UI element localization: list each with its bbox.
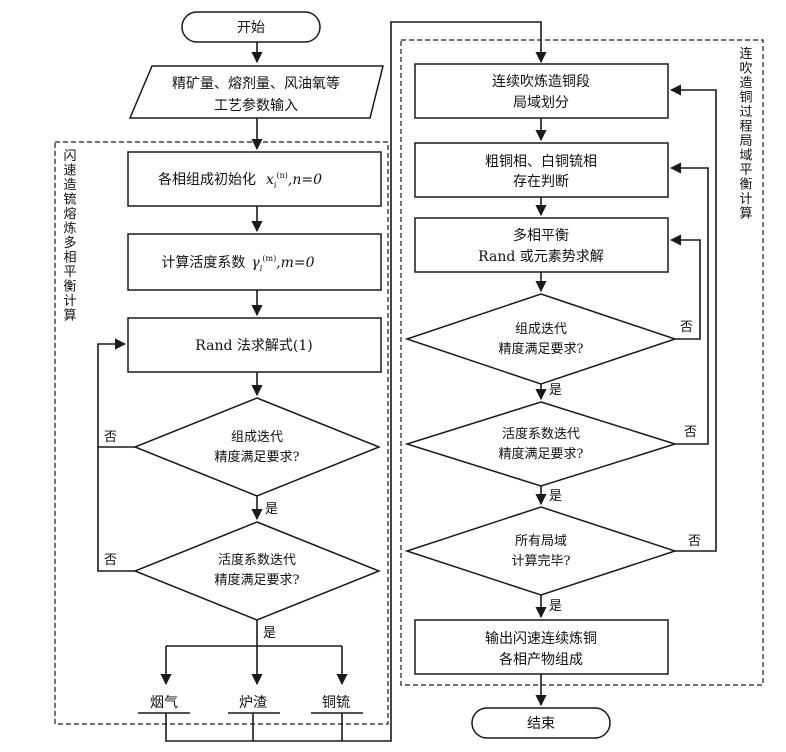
region-label-char: 炼 xyxy=(63,222,76,237)
phase-line2: 存在判断 xyxy=(513,174,569,190)
activity-prefix: 计算活度系数 xyxy=(161,255,245,271)
init-label: 各相组成初始化 xi(n),n=0 xyxy=(158,171,322,190)
output-line1: 输出闪速连续炼铜 xyxy=(485,630,597,647)
region-division-box xyxy=(414,63,669,119)
division-line1: 连续吹炼造铜段 xyxy=(492,73,590,90)
activity-label: 计算活度系数 γi(m),m=0 xyxy=(161,254,314,273)
right-dec1-yes: 是 xyxy=(549,383,562,398)
right-dec3-yes: 是 xyxy=(549,599,562,614)
left-dec1-line2: 精度满足要求? xyxy=(215,449,300,465)
region-label-char: 局 xyxy=(739,134,752,149)
region-label-char: 计 xyxy=(739,192,752,207)
region-label-char: 铜 xyxy=(739,91,752,106)
region-label-char: 造 xyxy=(739,76,752,91)
right-activity-decision xyxy=(404,401,678,487)
right-dec1-line2: 精度满足要求? xyxy=(499,341,584,357)
output-line2: 各相产物组成 xyxy=(499,652,583,668)
region-label-char: 平 xyxy=(63,265,76,280)
region-label-char: 算 xyxy=(63,309,76,324)
init-sub: i xyxy=(274,181,277,190)
right-composition-decision xyxy=(404,293,678,385)
region-label-char: 熔 xyxy=(63,207,76,222)
region-label-char: 相 xyxy=(63,251,76,266)
region-label-char: 平 xyxy=(739,163,752,178)
right-dec2-no: 否 xyxy=(684,425,697,440)
activity-sup: (m) xyxy=(262,254,276,263)
region-label-char: 锍 xyxy=(63,193,76,208)
left-dec2-yes: 是 xyxy=(263,626,276,641)
region-label-char: 衡 xyxy=(63,280,76,295)
left-dec1-yes: 是 xyxy=(265,502,278,517)
input-line1: 精矿量、熔剂量、风油氧等 xyxy=(172,75,340,92)
left-composition-decision xyxy=(132,397,382,497)
output-matte: 铜锍 xyxy=(322,695,350,711)
right-dec2-yes: 是 xyxy=(549,489,562,504)
right-dec1-line1: 组成迭代 xyxy=(515,322,567,337)
division-line2: 局域划分 xyxy=(513,95,569,111)
region-label-char: 速 xyxy=(63,164,76,179)
right-dec2-line1: 活度系数迭代 xyxy=(502,426,580,442)
region-label-char: 吹 xyxy=(739,62,752,77)
start-terminal xyxy=(181,11,321,43)
right-dec3-no: 否 xyxy=(688,534,701,549)
right-dec3-line2: 计算完毕? xyxy=(512,554,571,569)
region-label-char: 程 xyxy=(739,120,752,135)
left-dec1-no: 否 xyxy=(104,430,117,445)
left-dec2-no: 否 xyxy=(104,553,117,568)
init-prefix: 各相组成初始化 xyxy=(158,171,256,188)
region-label-char: 计 xyxy=(63,294,76,309)
phase-line1: 粗铜相、白铜锍相 xyxy=(485,154,597,170)
region-label-char: 衡 xyxy=(739,178,752,193)
flash-smelting-region xyxy=(54,141,389,725)
rand-solve-box xyxy=(127,317,382,373)
output-result-box xyxy=(414,619,669,675)
activity-sub: i xyxy=(260,264,263,273)
end-terminal xyxy=(471,707,611,739)
init-sup: (n) xyxy=(276,171,287,180)
output-flue-gas: 烟气 xyxy=(150,695,178,711)
region-label-char: 过 xyxy=(739,105,752,120)
left-dec2-line1: 活度系数迭代 xyxy=(218,552,296,568)
left-dec1-line1: 组成迭代 xyxy=(231,430,283,445)
all-regions-decision xyxy=(404,506,678,596)
converting-region xyxy=(400,39,764,686)
solve-line1: 多相平衡 xyxy=(513,227,569,244)
parameter-input xyxy=(128,65,384,119)
right-dec1-no: 否 xyxy=(680,320,693,335)
region-label-char: 闪 xyxy=(63,149,76,164)
activity-coefficient-box xyxy=(127,233,382,291)
region-label-char: 多 xyxy=(63,235,76,251)
left-activity-decision xyxy=(132,521,382,621)
output-slag: 炉渣 xyxy=(239,695,267,711)
rand-label: Rand 法求解式(1) xyxy=(195,338,312,354)
multiphase-solve-box xyxy=(414,217,669,273)
init-suffix: ,n=0 xyxy=(288,172,322,188)
activity-suffix: ,m=0 xyxy=(276,255,314,271)
region-label-char: 域 xyxy=(739,149,752,164)
end-label: 结束 xyxy=(527,716,555,732)
activity-var: γ xyxy=(251,255,260,271)
start-label: 开始 xyxy=(237,20,265,36)
region-label-char: 连 xyxy=(739,46,752,62)
init-var: x xyxy=(266,172,274,188)
init-composition-box xyxy=(127,151,382,207)
region-label-char: 算 xyxy=(739,207,752,222)
left-dec2-line2: 精度满足要求? xyxy=(215,572,300,588)
input-line2: 工艺参数输入 xyxy=(214,97,298,114)
right-dec3-line1: 所有局域 xyxy=(515,534,567,549)
right-dec2-line2: 精度满足要求? xyxy=(499,446,584,462)
solve-line2: Rand 或元素势求解 xyxy=(478,249,604,265)
region-label-char: 造 xyxy=(63,178,76,193)
